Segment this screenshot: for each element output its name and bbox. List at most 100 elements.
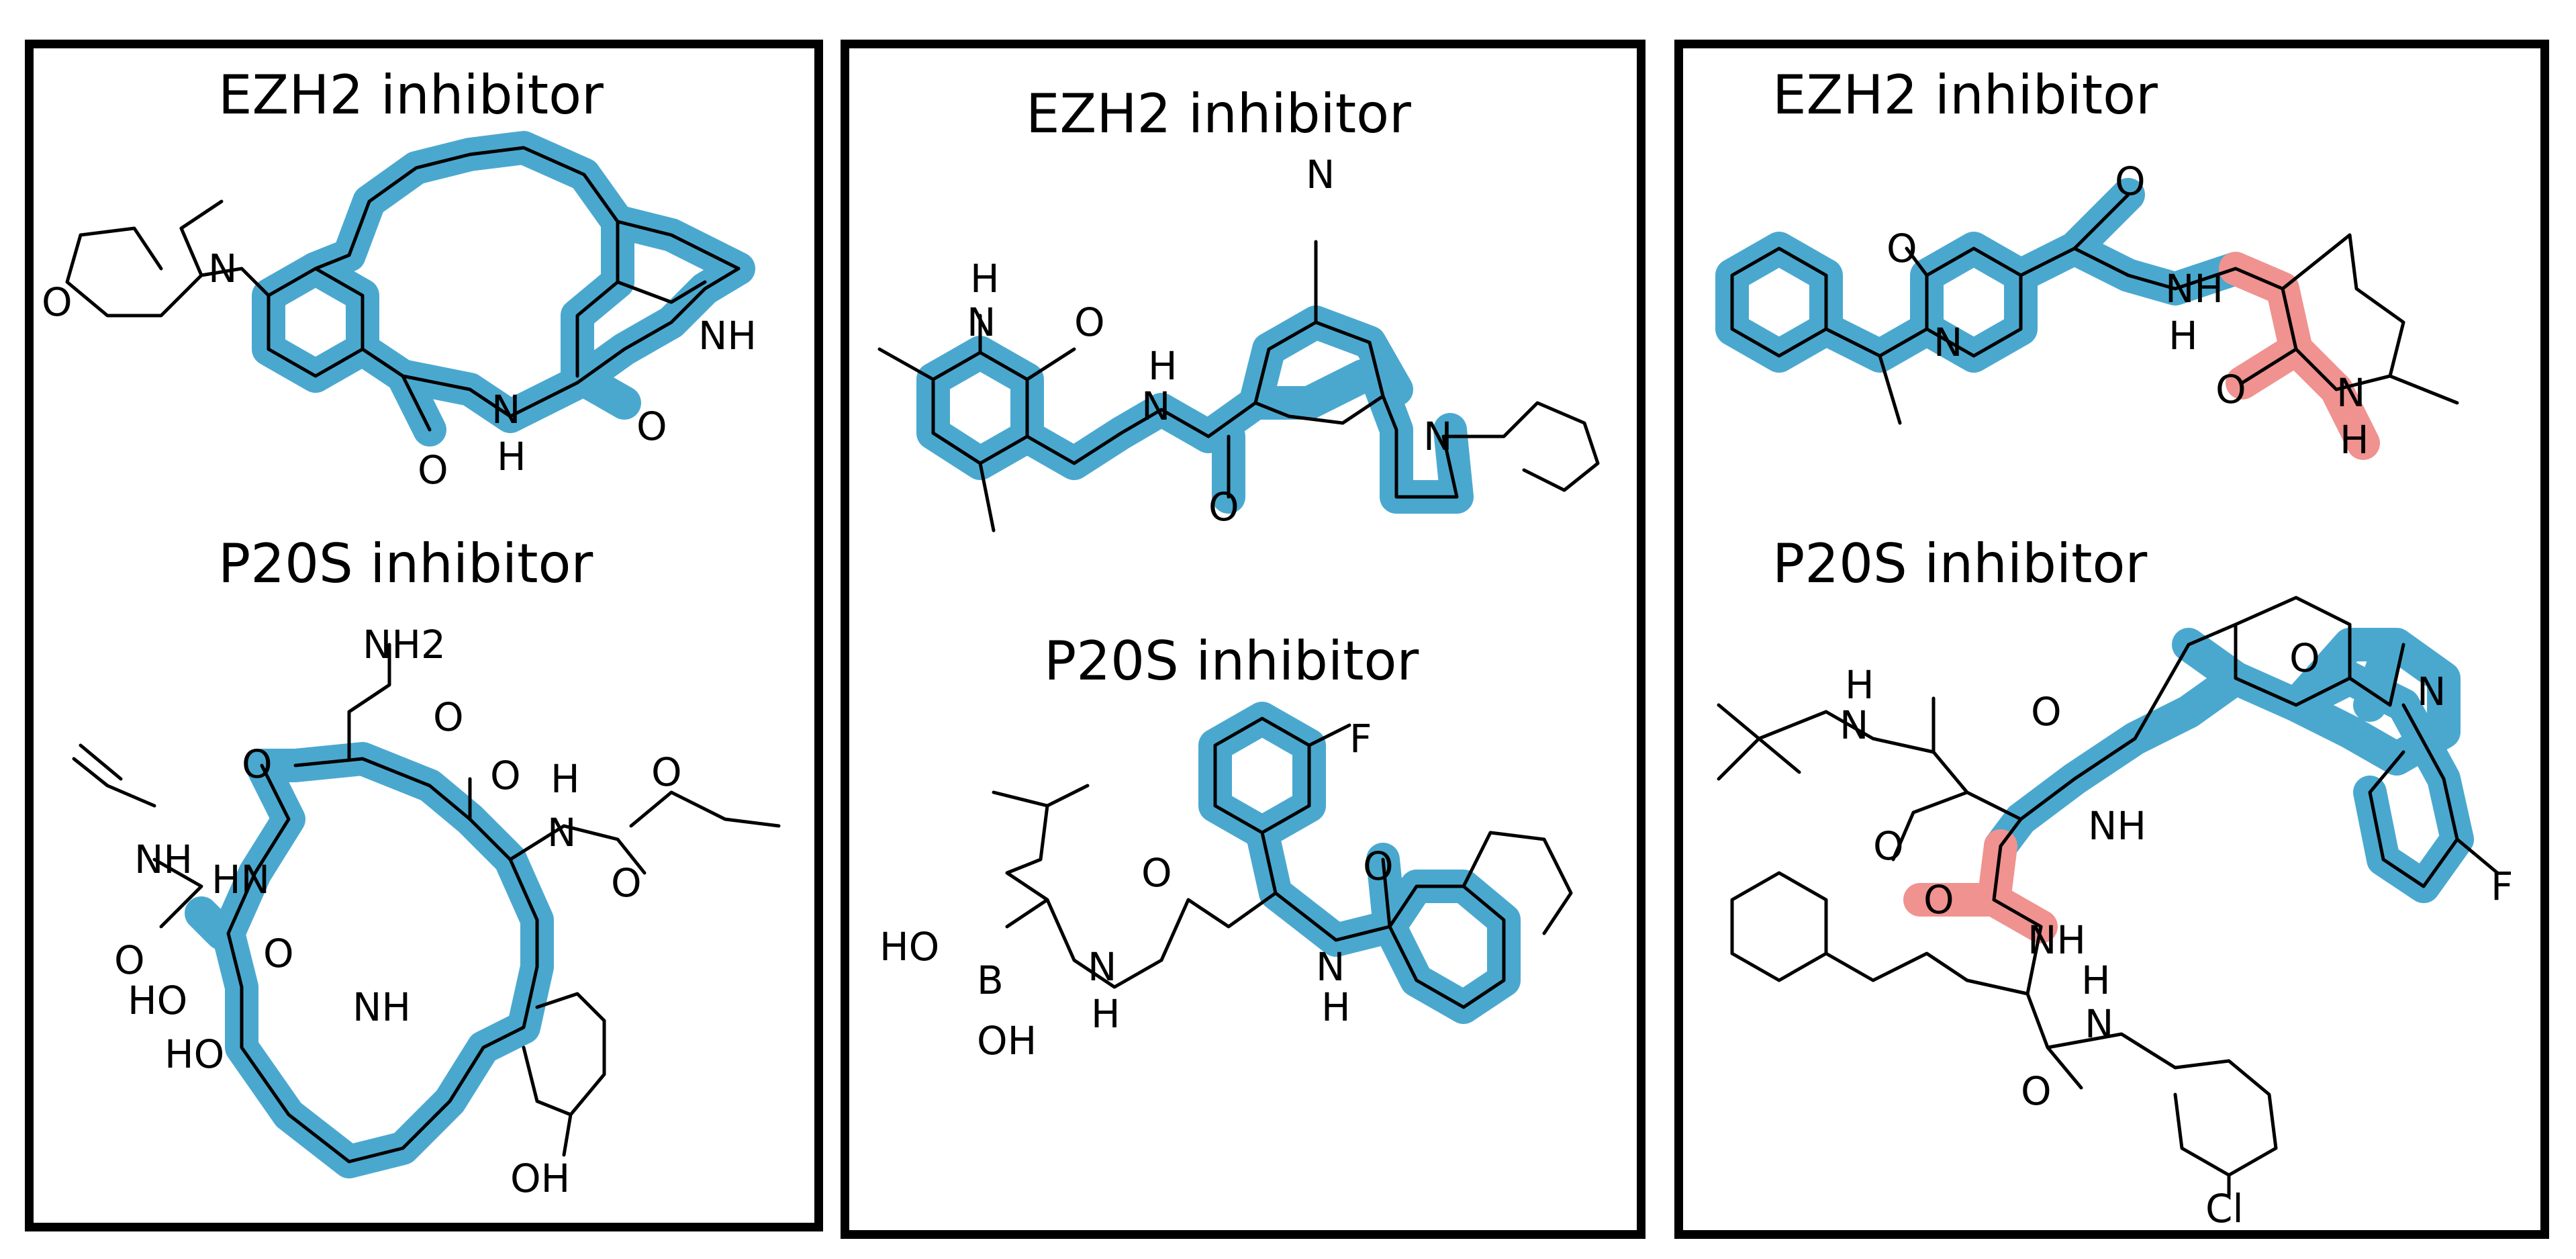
atom-h: H — [2168, 313, 2198, 359]
atom-h: H — [970, 256, 1000, 301]
atom-h: H — [551, 756, 580, 802]
atom-o: O — [2115, 158, 2146, 204]
bond-line — [1381, 394, 1600, 499]
atom-nh: NH — [134, 837, 193, 882]
atom-n: N — [1088, 944, 1116, 990]
atom-o: O — [1208, 484, 1239, 530]
bond-line — [1260, 831, 1573, 1009]
bond-line — [1717, 703, 1828, 781]
atom-o: O — [433, 694, 464, 740]
atom-f: F — [1349, 716, 1372, 761]
bond-line — [1730, 817, 2043, 996]
bond-line — [877, 314, 1076, 532]
atom-o: O — [1887, 226, 1917, 271]
bond-line — [2126, 233, 2459, 405]
atom-n: N — [1316, 944, 1345, 990]
bond-line — [2187, 596, 2405, 707]
bond-line — [347, 643, 781, 875]
atom-o: O — [114, 937, 145, 983]
atom-hn: HN — [211, 857, 270, 902]
atom-h: H — [1845, 662, 1874, 708]
bond-line — [361, 267, 741, 432]
panel-2 — [841, 40, 1645, 1239]
atom-n: N — [1934, 320, 1962, 365]
bond-line — [1227, 240, 1385, 499]
bond-line — [1213, 716, 1351, 835]
atom-n: N — [208, 246, 237, 291]
atom-o: O — [263, 931, 294, 976]
bond-line — [65, 199, 271, 318]
atom-o: O — [611, 860, 642, 906]
panel-3-ezh2-molecule: O N O NH H O N H — [1715, 158, 2459, 463]
atom-o: O — [1873, 823, 1904, 869]
panel-2-p20s-molecule: F O O N H N H HO B OH — [879, 702, 1573, 1064]
bond-line — [2368, 703, 2499, 888]
atom-cl: Cl — [2205, 1186, 2244, 1231]
atom-h: H — [1321, 984, 1351, 1030]
panel-2-top-title: EZH2 inhibitor — [1026, 83, 1411, 145]
atom-o: O — [242, 741, 273, 787]
panel-1-bottom-title: P20S inhibitor — [218, 532, 593, 595]
bond-line — [1905, 193, 2130, 358]
bond-line — [314, 146, 620, 271]
atom-n: N — [2417, 669, 2446, 714]
atom-nh: NH — [2088, 803, 2146, 849]
atom-o: O — [651, 749, 682, 795]
bond-line — [1730, 246, 1929, 425]
atom-o: O — [1074, 299, 1105, 345]
atom-n: N — [2336, 370, 2365, 416]
atom-nh: NH — [698, 313, 757, 359]
atom-ho: HO — [128, 978, 187, 1023]
atom-nh: NH — [2028, 917, 2086, 963]
highlight-region — [1715, 178, 2252, 373]
atom-b: B — [977, 958, 1004, 1003]
atom-o: O — [490, 753, 521, 798]
panel-2-bottom-title: P20S inhibitor — [1044, 630, 1419, 692]
atom-n: N — [1141, 383, 1170, 429]
atom-o: O — [2215, 367, 2246, 412]
atom-n: N — [1306, 152, 1335, 197]
highlight-region — [1984, 628, 2474, 903]
atom-nh: NH — [352, 984, 411, 1030]
atom-oh: OH — [977, 1018, 1037, 1064]
panel-2-ezh2-molecule: N H N O H N O N — [877, 152, 1600, 532]
atom-o: O — [1363, 843, 1394, 889]
atom-h: H — [2081, 958, 2111, 1003]
panel-1-p20s-molecule: NH2 O O O H N O O NH HN O O NH HO HO OH — [72, 622, 781, 1201]
panel-3-bottom-title: P20S inhibitor — [1772, 532, 2148, 595]
atom-n: N — [2085, 1001, 2113, 1047]
atom-n: N — [967, 299, 996, 345]
atom-o: O — [636, 404, 667, 449]
bond-line — [72, 743, 203, 929]
atom-n: N — [491, 387, 520, 432]
atom-h: H — [1091, 991, 1120, 1037]
atom-o: O — [2289, 635, 2320, 681]
atom-n: N — [547, 810, 576, 855]
panel-3-p20s-molecule: O N F O NH H N O O NH H N O Cl — [1717, 596, 2513, 1231]
atom-o: O — [2021, 1068, 2052, 1114]
atom-o: O — [1141, 850, 1172, 896]
atom-ho: HO — [164, 1031, 224, 1077]
atom-h: H — [497, 434, 526, 479]
atom-f: F — [2491, 864, 2513, 909]
atom-nh2: NH2 — [363, 622, 446, 667]
atom-oh: OH — [510, 1156, 570, 1201]
bond-line — [992, 784, 1278, 989]
atom-o: O — [1923, 877, 1954, 923]
panel-1-ezh2-molecule: N O O N H O NH — [42, 131, 757, 493]
atom-o: O — [42, 279, 73, 325]
panel-1-top-title: EZH2 inhibitor — [218, 64, 604, 126]
atom-n: N — [1423, 414, 1452, 459]
atom-h: H — [2340, 417, 2369, 463]
panel-3-top-title: EZH2 inhibitor — [1772, 64, 2158, 126]
atom-o: O — [418, 447, 448, 493]
bond-line — [522, 992, 606, 1157]
atom-ho: HO — [879, 924, 939, 970]
bond-line — [575, 220, 741, 378]
atom-h: H — [1148, 343, 1178, 389]
atom-nh: NH — [2165, 266, 2224, 312]
